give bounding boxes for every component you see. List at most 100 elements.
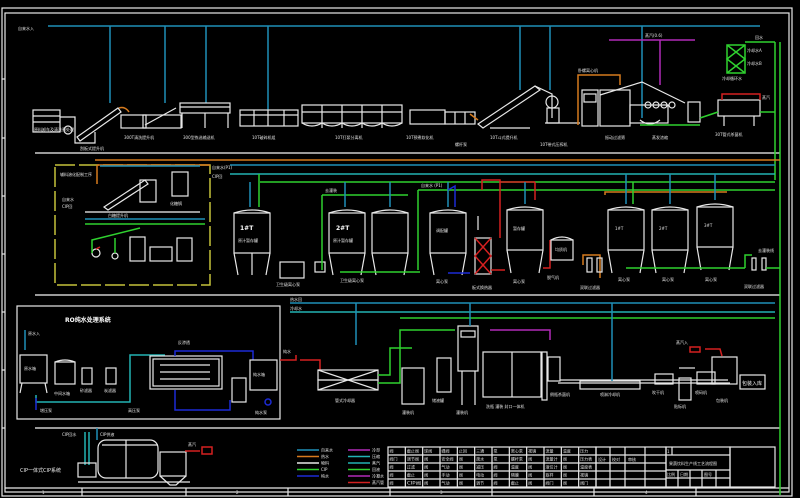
row4-cip: CIP供液 CIP回水 CIP一体式CIP系统 蒸汽: [20, 428, 213, 486]
symbol-table-cell: 阀: [390, 480, 394, 486]
tank-e: 1#T: [607, 174, 645, 274]
symbol-table-cell: 阀: [563, 464, 567, 470]
symbol-table-cell: 阀: [494, 464, 498, 470]
label-steam-tag: 蒸汽: [762, 94, 770, 100]
label-press: 10T带式压榨机: [540, 141, 568, 147]
symbol-table-cell: 阀: [528, 456, 532, 462]
label-product-tank: 纯水箱: [253, 371, 265, 377]
label-sugar-elevator: 白糖提升机: [108, 212, 128, 218]
symbol-table-cell: 阀: [390, 464, 394, 470]
elevator-1: [76, 107, 122, 142]
label-cooling-tower: 冷却循环水: [722, 75, 742, 81]
legend-label: 纯水: [321, 473, 329, 479]
symbol-table-cell: 螺杆泵: [511, 456, 523, 462]
symbol-table-cell: 调节阀: [407, 456, 419, 462]
symbol-table: 阀截止阀球阀蝶阀止回三通泵离心泵视镜流量温度压力阀门调节阀阀安全阀阀疏水泵螺杆泵…: [387, 446, 597, 488]
symbol-table-cell: 阀: [528, 464, 532, 470]
label-crusher: 10T破碎机组: [252, 134, 276, 140]
cip-aux-tank: [159, 451, 187, 477]
pipe-label-steam: 蒸汽(0.6): [645, 32, 663, 38]
tank-3: [371, 182, 409, 276]
symbol-table-cell: 蝶阀: [442, 448, 450, 454]
label-pump-g: 离心泵: [705, 276, 717, 282]
symbol-table-cell: 阀: [494, 472, 498, 478]
aux-prep-box: [54, 164, 211, 286]
legend-label: 冷凝水: [372, 473, 384, 479]
tank-2: 2#T 原汁暂存罐: [328, 182, 366, 276]
label-side-cip: CIP回: [62, 204, 72, 209]
label-pump-d: 离心泵: [513, 278, 525, 284]
label-elevator-2: 10T斗式提升机: [490, 134, 518, 140]
sugar-melter: [171, 171, 189, 197]
row3-water-filling: 热水回 冷却水 RO纯水处理系统 原水入 原水箱 中间水箱 砂滤器 炭滤器 增压…: [16, 296, 775, 420]
symbol-table-cell: 压力表: [580, 456, 592, 462]
tank-tag: 1#T: [240, 225, 254, 232]
label-hx: 板式换热器: [472, 284, 492, 290]
label-conveyor2: 喷淋冷却机: [600, 391, 620, 397]
symbol-table-cell: 阀: [563, 456, 567, 462]
drawing-frame: [1, 7, 793, 497]
pipe-label-hot-water: 热水回: [290, 296, 302, 302]
symbol-table-cell: 隔膜: [511, 472, 519, 478]
label-picking: 300型拣选输送机: [183, 134, 215, 140]
pipe-label-mid-water: 自来水(P1): [212, 164, 233, 170]
symbol-table-cell: 截止: [511, 480, 519, 486]
legend-label: 蒸汽管: [372, 479, 384, 485]
carbon-filter: [105, 367, 117, 385]
label-conveyor1: 倒瓶杀菌机: [550, 391, 570, 397]
symbol-table-cell: 泵: [494, 449, 498, 454]
symbol-table-cell: CIP阀: [407, 480, 421, 486]
tank-name: 调配罐: [436, 227, 448, 233]
symbol-table-cell: 气动: [442, 480, 450, 486]
symbol-table-cell: 阀门: [546, 480, 554, 486]
label-return: 回水: [755, 34, 763, 40]
label-pump-e: 离心泵: [618, 276, 630, 282]
label-pump-b: 卫生级离心泵: [340, 277, 364, 283]
dryer: [654, 373, 674, 385]
ro-unit: [149, 355, 223, 390]
label-pump: 螺杆泵: [455, 141, 467, 147]
label-aux-box: 辅料溶化配制工序: [60, 171, 92, 177]
symbol-table-cell: 电动: [476, 472, 484, 478]
symbol-table-cell: 温度: [563, 448, 571, 454]
raw-water-tank: [19, 354, 48, 384]
title-scale: 比例: [667, 471, 675, 477]
symbol-table-cell: 阀: [424, 464, 428, 470]
label-ro-unit: 反渗透: [178, 339, 190, 345]
tank-tag: 1#T: [615, 226, 624, 231]
label-cip-steam: 蒸汽: [188, 441, 196, 447]
sugar-elevator: [102, 179, 149, 211]
title-sheet-no: 1: [667, 449, 670, 454]
label-tank2: 中间水箱: [54, 390, 70, 396]
symbol-table-cell: 阀: [528, 472, 532, 478]
sand-filter: [81, 367, 93, 385]
preheater: [409, 109, 446, 125]
symbol-table-cell: 阀: [459, 464, 463, 470]
label-filling-tower: 灌装机: [456, 409, 468, 415]
symbol-table-cell: 阀: [390, 472, 394, 478]
label-coder: 喷码机: [695, 389, 707, 395]
label-packer: 包装机: [716, 397, 728, 403]
tank-1: 1#T 原汁暂存罐: [233, 174, 271, 276]
pipe-label-top-water: 自来水入: [18, 25, 34, 31]
label-raw-water: 原水入: [28, 330, 40, 336]
symbol-table-cell: 阀: [424, 480, 428, 486]
label-labeler: 贴标机: [674, 403, 686, 409]
packer: [711, 356, 738, 385]
symbol-table-cell: 阀: [494, 480, 498, 486]
zone-label: 3: [440, 490, 443, 495]
label-packing-out: 包装入库: [742, 380, 762, 387]
symbol-table-cell: 阀: [459, 480, 463, 486]
symbol-table-cell: 阀: [424, 456, 428, 462]
symbol-table-cell: 液位计: [546, 464, 558, 470]
label-elevator-1: 刮板式提升机: [80, 145, 104, 151]
title-approve: 审核: [628, 456, 636, 462]
label-pipe-in: 纯水: [283, 348, 291, 354]
filter-unit: [599, 89, 631, 127]
legend-label: 热水: [321, 453, 329, 459]
pulper: [301, 104, 403, 124]
symbol-table-cell: 阀: [528, 480, 532, 486]
title-block: 设计 校对 审核 1 果蔬饮料生产线工艺流程图 比例 日期 图号: [595, 446, 776, 488]
frame-zone-labels: 1 2 3 4: [42, 490, 648, 495]
